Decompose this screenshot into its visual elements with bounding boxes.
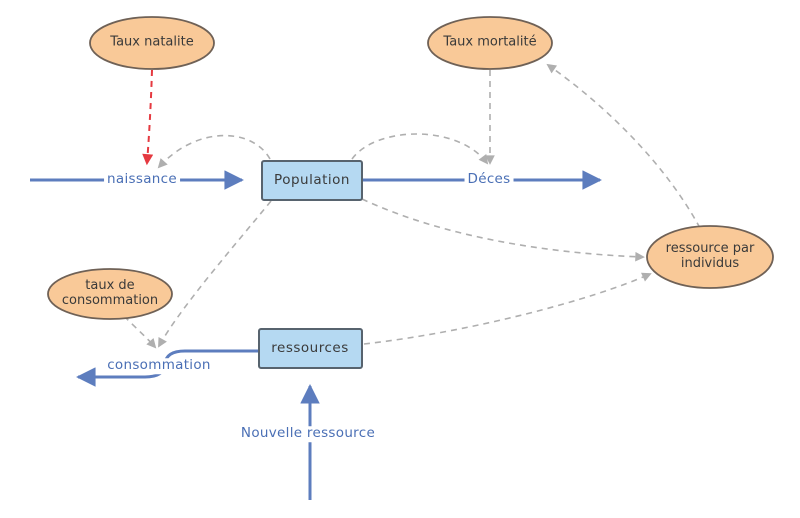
flow-consommation-label[interactable]: consommation <box>104 358 214 374</box>
flow-naissance-label[interactable]: naissance <box>104 172 180 188</box>
link-population-to-ressource-par-individus[interactable] <box>361 198 645 262</box>
link-ressource-par-individus-to-mortalite[interactable] <box>546 63 701 229</box>
variable-taux-de-consommation-label[interactable]: taux de consommation <box>61 278 159 308</box>
link-taux-consommation-to-consommation[interactable] <box>123 315 157 349</box>
stock-population[interactable] <box>261 160 363 201</box>
stock-ressources[interactable] <box>258 328 363 369</box>
link-population-to-naissance[interactable] <box>157 134 271 169</box>
stock-ressources-label[interactable]: ressources <box>271 340 349 357</box>
variable-taux-natalite[interactable] <box>89 16 215 70</box>
variable-ressource-par-individus-label[interactable]: ressource par individus <box>665 241 755 271</box>
flow-nouvelle-ressource-label[interactable]: Nouvelle ressource <box>237 426 379 442</box>
link-population-to-consommation[interactable] <box>158 200 272 348</box>
stock-population-label[interactable]: Population <box>274 172 350 189</box>
variable-ressource-par-individus[interactable] <box>646 225 774 289</box>
variable-taux-mortalite[interactable] <box>427 16 553 70</box>
variable-taux-natalite-label[interactable]: Taux natalite <box>110 34 194 50</box>
variable-taux-mortalite-label[interactable]: Taux mortalité <box>443 34 537 50</box>
variable-taux-de-consommation[interactable] <box>47 268 173 320</box>
link-ressources-to-ressource-par-individus[interactable] <box>363 272 652 345</box>
flow-deces-label[interactable]: Déces <box>464 172 514 188</box>
link-natalite-to-naissance[interactable] <box>142 69 154 166</box>
link-population-to-deces[interactable] <box>351 133 489 165</box>
